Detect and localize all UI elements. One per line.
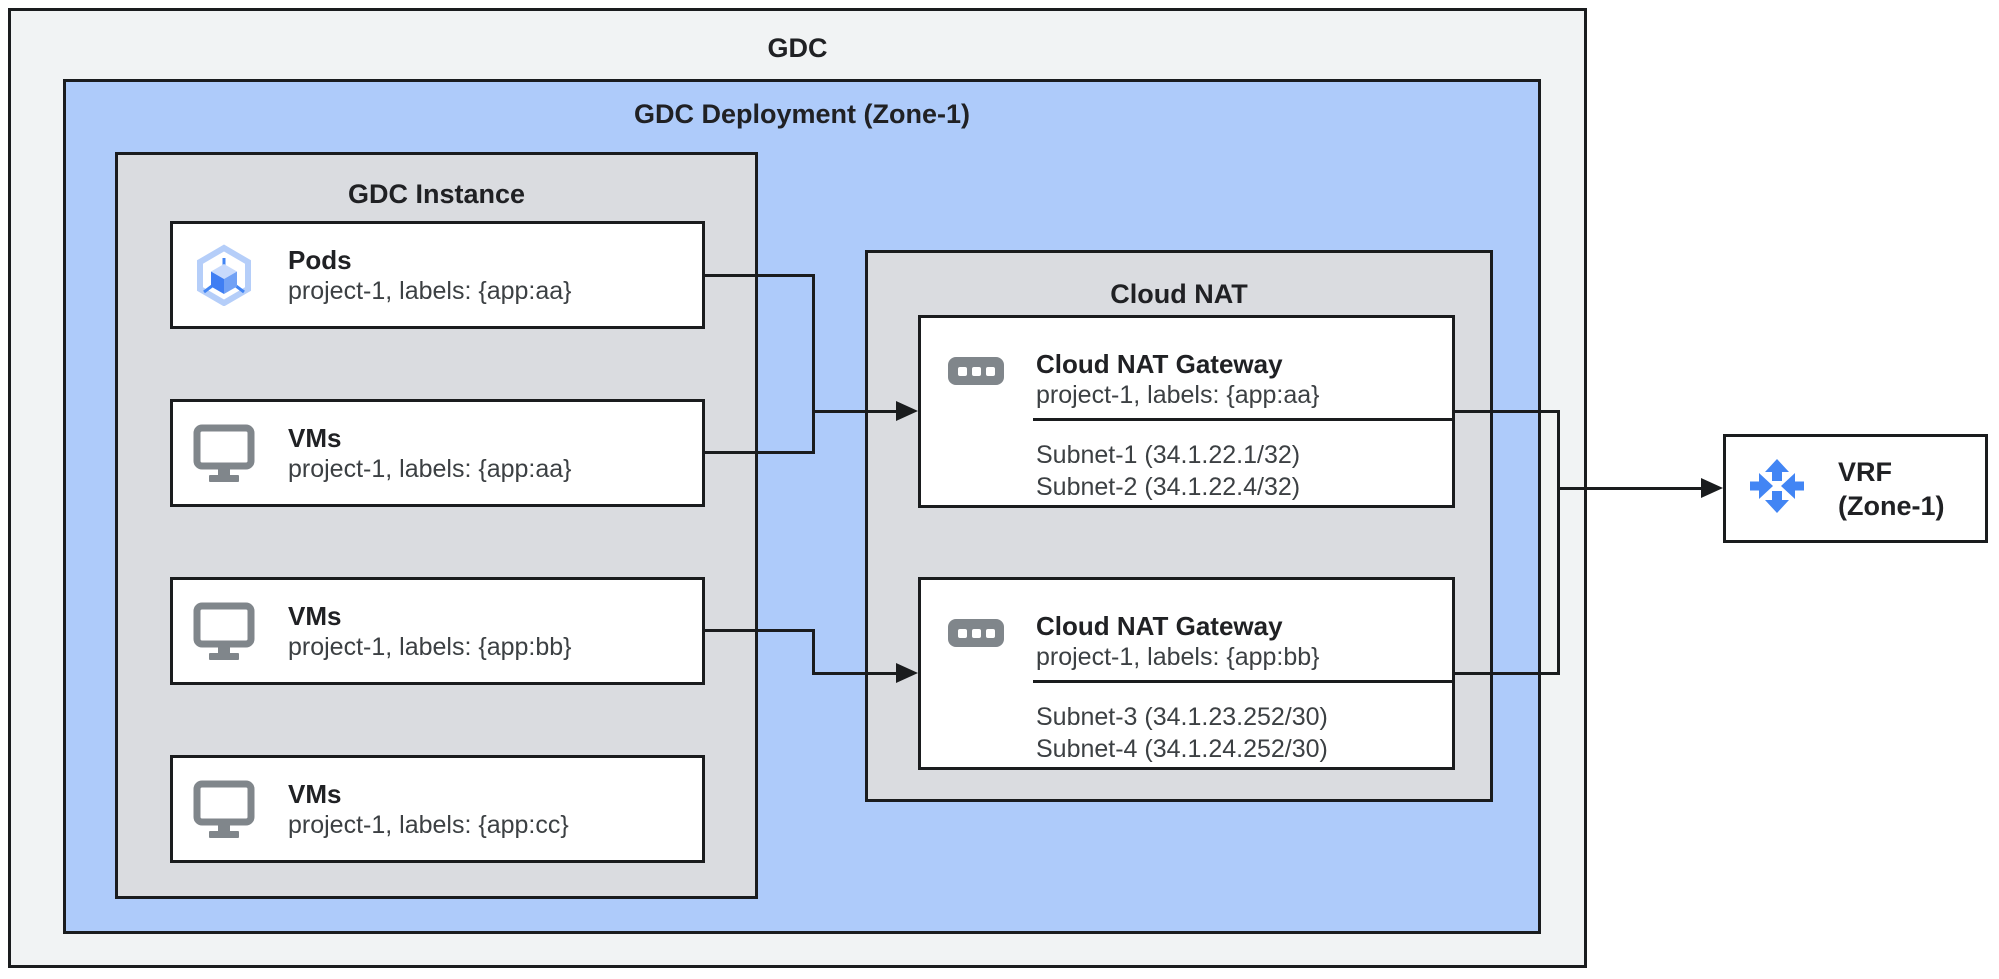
connector-gateway-bb-out — [1455, 672, 1560, 675]
vms-bb-node-text: VMs project-1, labels: {app:bb} — [288, 600, 572, 663]
router-icon — [1749, 458, 1805, 519]
nat-gateway-icon — [948, 357, 1004, 385]
connector-bus-vrf — [1557, 410, 1560, 675]
connector-vms-bb-drop — [812, 629, 815, 675]
vms-bb-node-title: VMs — [288, 600, 342, 631]
gateway-bb-title: Cloud NAT Gateway — [1036, 611, 1283, 641]
cloud-nat-title: Cloud NAT — [1110, 279, 1248, 309]
gateway-aa-divider — [1033, 418, 1453, 421]
vrf-zone1-node: VRF (Zone-1) — [1723, 434, 1988, 543]
subnet-line: Subnet-2 (34.1.22.4/32) — [1036, 473, 1301, 501]
connector-gateway-aa-out — [1455, 410, 1560, 413]
pods-node: Pods project-1, labels: {app:aa} — [170, 221, 705, 329]
connector-to-gateway-bb — [812, 672, 897, 675]
connector-bus-to-gateway-aa — [812, 410, 897, 413]
gateway-bb-divider — [1033, 680, 1453, 683]
subnet-line: Subnet-3 (34.1.23.252/30) — [1036, 703, 1328, 731]
gdc-deployment-title: GDC Deployment (Zone-1) — [633, 99, 970, 129]
cloud-nat-gateway-aa: Cloud NAT Gateway project-1, labels: {ap… — [918, 315, 1455, 508]
arrowhead-vrf — [1701, 478, 1723, 498]
vms-aa-node: VMs project-1, labels: {app:aa} — [170, 399, 705, 507]
vms-bb-node: VMs project-1, labels: {app:bb} — [170, 577, 705, 685]
gdc-box-title: GDC — [767, 33, 828, 63]
gateway-aa-title: Cloud NAT Gateway — [1036, 349, 1283, 379]
pods-node-title: Pods — [288, 244, 352, 275]
pods-node-text: Pods project-1, labels: {app:aa} — [288, 244, 572, 307]
vms-cc-node-text: VMs project-1, labels: {app:cc} — [288, 778, 569, 841]
nat-gateway-icon — [948, 619, 1004, 647]
gateway-bb-subnets: Subnet-3 (34.1.23.252/30) Subnet-4 (34.1… — [1036, 701, 1328, 765]
gateway-bb-header: Cloud NAT Gateway project-1, labels: {ap… — [948, 610, 1320, 673]
gateway-bb-text: Cloud NAT Gateway project-1, labels: {ap… — [1036, 610, 1320, 673]
vms-cc-node-subtitle: project-1, labels: {app:cc} — [288, 810, 569, 839]
vms-bb-node-subtitle: project-1, labels: {app:bb} — [288, 632, 572, 661]
connector-vms-bb-out — [705, 629, 812, 632]
gateway-aa-header: Cloud NAT Gateway project-1, labels: {ap… — [948, 348, 1320, 411]
gdc-instance-title: GDC Instance — [347, 179, 526, 209]
cloud-nat-gateway-bb: Cloud NAT Gateway project-1, labels: {ap… — [918, 577, 1455, 770]
arrowhead-gateway-bb — [896, 663, 918, 683]
gateway-aa-text: Cloud NAT Gateway project-1, labels: {ap… — [1036, 348, 1320, 411]
subnet-line: Subnet-4 (34.1.24.252/30) — [1036, 735, 1328, 763]
gateway-aa-subtitle: project-1, labels: {app:aa} — [1036, 381, 1320, 409]
subnet-line: Subnet-1 (34.1.22.1/32) — [1036, 441, 1301, 469]
vrf-text: VRF (Zone-1) — [1838, 455, 1944, 523]
connector-bus-aa — [812, 274, 815, 454]
connector-vms-aa-to-bus — [705, 451, 812, 454]
connector-pods-to-bus — [705, 274, 812, 277]
vm-icon — [193, 780, 255, 839]
vrf-subtitle: (Zone-1) — [1838, 490, 1945, 521]
vms-aa-node-text: VMs project-1, labels: {app:aa} — [288, 422, 572, 485]
vm-icon — [193, 602, 255, 661]
vm-icon — [193, 424, 255, 483]
arrowhead-gateway-aa — [896, 401, 918, 421]
vms-cc-node: VMs project-1, labels: {app:cc} — [170, 755, 705, 863]
pods-icon — [193, 244, 255, 306]
vrf-title: VRF — [1838, 456, 1892, 487]
vms-cc-node-title: VMs — [288, 778, 342, 809]
vms-aa-node-subtitle: project-1, labels: {app:aa} — [288, 454, 572, 483]
vms-aa-node-title: VMs — [288, 422, 342, 453]
connector-to-vrf — [1557, 487, 1702, 490]
gateway-aa-subnets: Subnet-1 (34.1.22.1/32) Subnet-2 (34.1.2… — [1036, 439, 1300, 503]
pods-node-subtitle: project-1, labels: {app:aa} — [288, 276, 572, 305]
gateway-bb-subtitle: project-1, labels: {app:bb} — [1036, 643, 1320, 671]
